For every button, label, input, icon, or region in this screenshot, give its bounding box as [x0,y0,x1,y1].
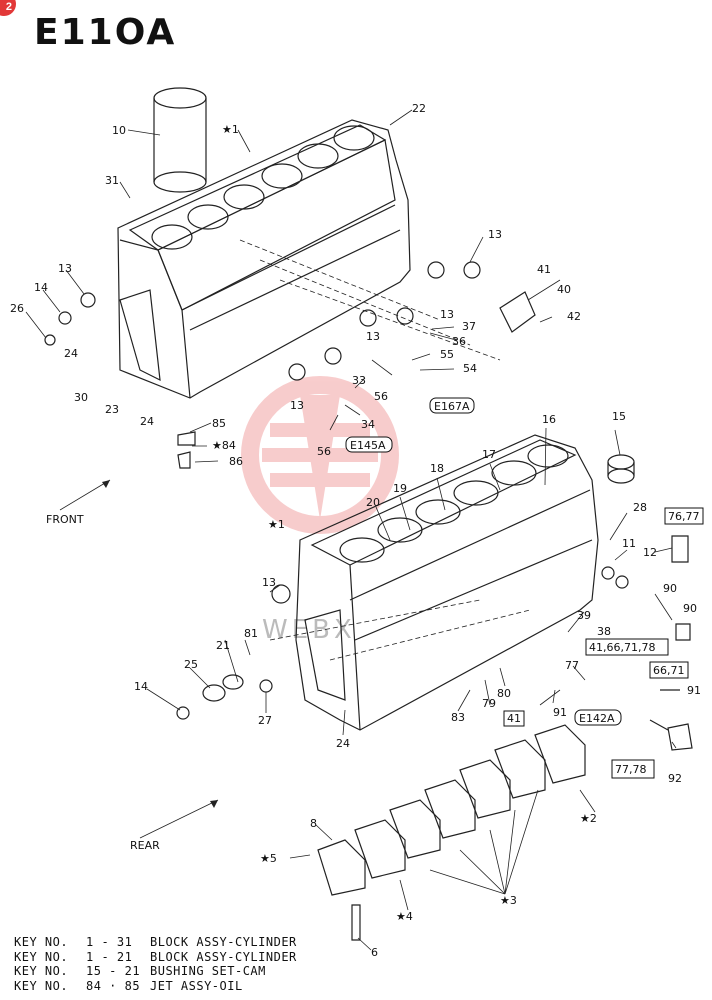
label-30: 30 [74,391,88,404]
label-1-lower: ★1 [268,518,285,531]
label-4: ★4 [396,910,413,923]
label-28: 28 [633,501,647,514]
label-83: 83 [451,711,465,724]
label-21: 21 [216,639,230,652]
label-90-a: 90 [663,582,677,595]
label-23: 23 [105,403,119,416]
label-90-b: 90 [683,602,697,615]
label-14-lower: 14 [134,680,148,693]
label-40: 40 [557,283,571,296]
label-13-f: 13 [262,576,276,589]
cylinder-liner [153,87,207,193]
leader-lines [25,109,677,951]
label-77: 77 [565,659,579,672]
label-16: 16 [542,413,556,426]
label-41: 41 [537,263,551,276]
label-5: ★5 [260,852,277,865]
label-84: ★84 [212,439,236,452]
label-8: 8 [310,817,317,830]
label-42: 42 [567,310,581,323]
label-13-c: 13 [440,308,454,321]
label-81: 81 [244,627,258,640]
label-13-e: 13 [290,399,304,412]
ref-41-66-71-78: 41,66,71,78 [589,641,655,654]
label-20: 20 [366,496,380,509]
page-badge: 2 [0,0,16,16]
label-11: 11 [622,537,636,550]
label-12: 12 [643,546,657,559]
label-14-upper: 14 [34,281,48,294]
part-number-labels: 10 ★1 22 31 13 13 14 26 24 30 23 24 13 1… [10,102,701,959]
upper-cylinder-block [117,119,501,399]
label-1-upper: ★1 [222,123,239,136]
ref-76-77: 76,77 [668,510,700,523]
label-91-b: 91 [687,684,701,697]
label-24-a: 24 [64,347,78,360]
label-92: 92 [668,772,682,785]
label-85: 85 [212,417,226,430]
label-17: 17 [482,448,496,461]
label-2: ★2 [580,812,597,825]
label-33: 33 [352,374,366,387]
label-86: 86 [229,455,243,468]
label-91-a: 91 [553,706,567,719]
ref-e142a: E142A [579,712,615,725]
watermark-logo [241,376,399,534]
ref-66-71: 66,71 [653,664,685,677]
label-26: 26 [10,302,24,315]
lower-cylinder-block [269,434,599,731]
label-80: 80 [497,687,511,700]
label-79: 79 [482,697,496,710]
ref-e167a: E167A [434,400,470,413]
ref-77-78: 77,78 [615,763,647,776]
label-24-b: 24 [140,415,154,428]
label-36: 36 [452,335,466,348]
label-3: ★3 [500,894,517,907]
main-bearing-caps [317,724,586,941]
label-38: 38 [597,625,611,638]
label-19: 19 [393,482,407,495]
label-34: 34 [361,418,375,431]
reference-tags: E167A E145A E142A 76,77 41,66,71,78 66,7… [345,397,704,779]
label-27: 27 [258,714,272,727]
label-24-c: 24 [336,737,350,750]
label-56-b: 56 [317,445,331,458]
label-front: FRONT [46,513,84,526]
label-6: 6 [371,946,378,959]
label-13-b: 13 [58,262,72,275]
label-54: 54 [463,362,477,375]
label-56-a: 56 [374,390,388,403]
ref-e145a: E145A [350,439,386,452]
label-55: 55 [440,348,454,361]
label-rear: REAR [130,839,160,852]
label-37: 37 [462,320,476,333]
direction-arrows [59,479,219,839]
label-25: 25 [184,658,198,671]
label-13-a: 13 [488,228,502,241]
label-10: 10 [112,124,126,137]
label-18: 18 [430,462,444,475]
page-title: E11OA [34,12,177,53]
label-13-d: 13 [366,330,380,343]
label-31: 31 [105,174,119,187]
label-39: 39 [577,609,591,622]
label-15: 15 [612,410,626,423]
label-22: 22 [412,102,426,115]
ref-41: 41 [507,712,521,725]
